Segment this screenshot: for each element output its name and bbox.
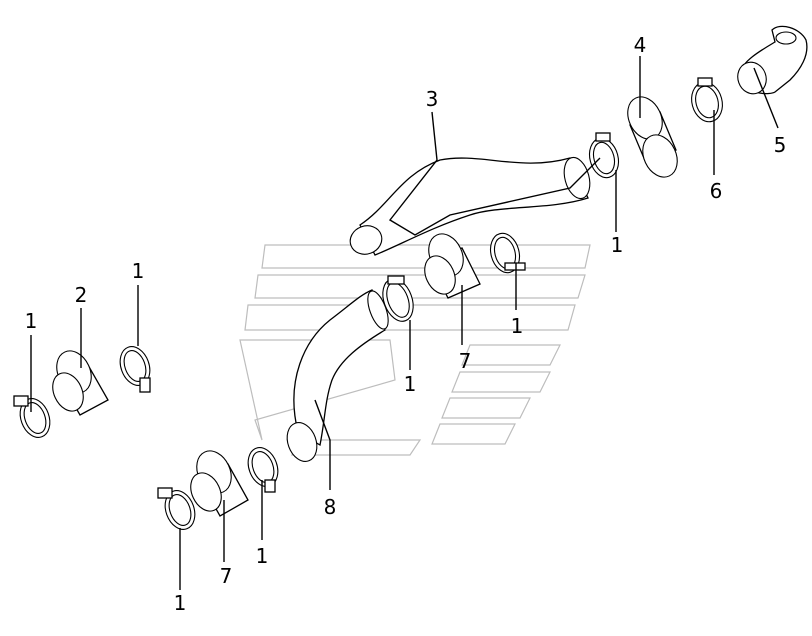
elbow-pipe-part-5 [737, 25, 808, 95]
clamp-upper-right [588, 132, 620, 179]
leader-lines [30, 56, 779, 590]
callout-5: 5 [774, 133, 787, 157]
watermark-logo [239, 244, 591, 456]
callout-2: 2 [75, 283, 88, 307]
callout-1-left-top: 1 [132, 259, 145, 283]
sleeve-part-7-middle [424, 232, 526, 299]
callout-1-lower: 1 [256, 544, 269, 568]
callout-6: 6 [710, 179, 723, 203]
callout-1-upper-right: 1 [611, 233, 624, 257]
sleeve-part-4 [627, 96, 678, 178]
lower-assembly [157, 447, 279, 530]
callout-1-left: 1 [25, 309, 38, 333]
clamp-middle [382, 275, 414, 322]
callout-1-middle-right: 1 [511, 314, 524, 338]
clamp-part-6 [691, 77, 723, 123]
callout-4: 4 [634, 33, 647, 57]
hose-part-3 [349, 156, 591, 256]
callout-7-lower: 7 [220, 564, 233, 588]
callout-1-middle: 1 [404, 372, 417, 396]
left-assembly [13, 346, 151, 438]
callout-3: 3 [426, 87, 439, 111]
callout-1-bottom: 1 [174, 591, 187, 615]
callout-7-middle: 7 [459, 349, 472, 373]
callout-8: 8 [324, 495, 337, 519]
callout-labels: 1 2 1 3 4 5 6 1 1 1 7 8 1 7 1 [25, 33, 787, 615]
